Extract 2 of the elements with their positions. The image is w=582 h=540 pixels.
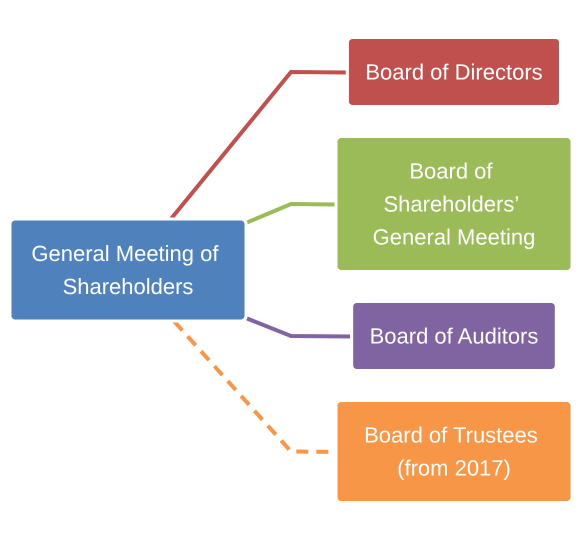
connector bbox=[245, 202, 337, 225]
connector bbox=[245, 316, 352, 338]
